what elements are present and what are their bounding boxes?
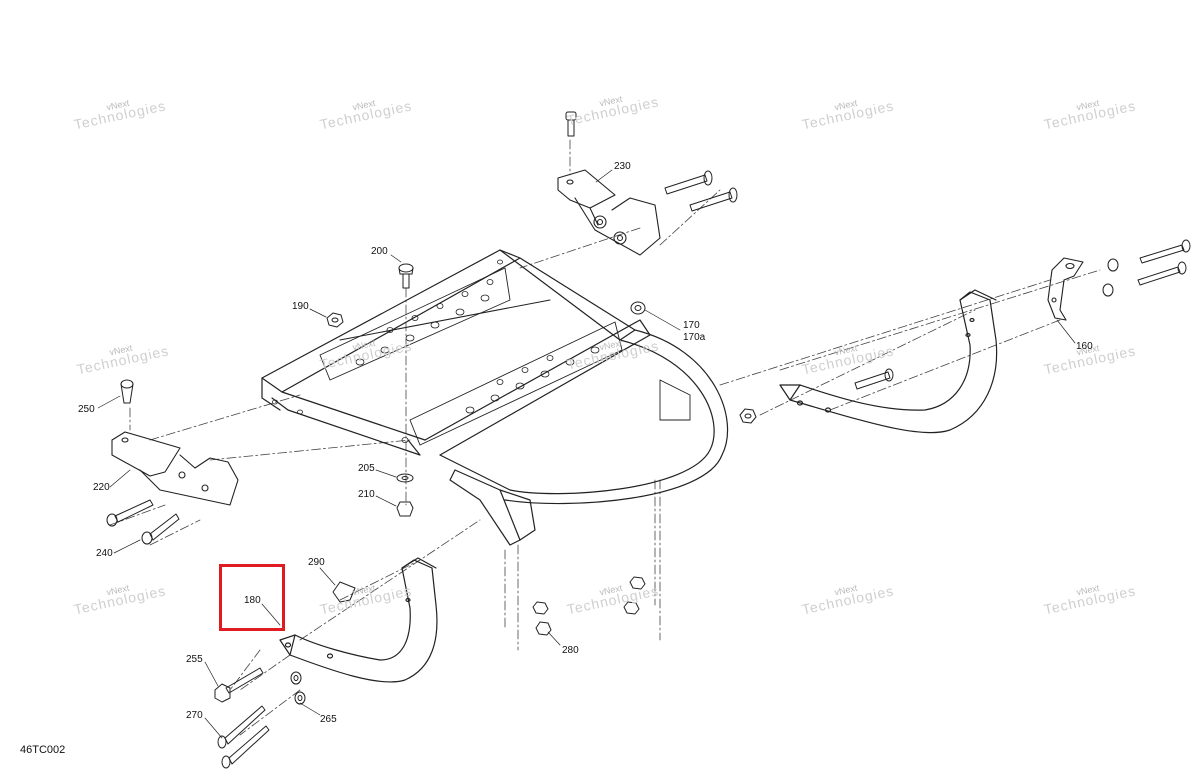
pin-bumper-right [854,368,894,390]
leader-lines [97,169,1076,739]
bolt-255 [214,667,264,703]
bracket-220 [111,431,239,506]
part-label-250[interactable]: 250 [78,404,95,415]
bolts-160 [1102,239,1191,297]
bracket-230 [557,169,661,256]
assembly-lines [109,139,1101,736]
part-label-230[interactable]: 230 [614,161,631,172]
part-label-210[interactable]: 210 [358,489,375,500]
nuts-280 [532,576,646,636]
part-label-240[interactable]: 240 [96,548,113,559]
bolt-250 [120,379,134,404]
bumper-right [779,289,998,434]
highlight-box-part-180 [219,564,285,631]
bolt-200 [398,263,414,289]
nut-bumper-right [739,408,757,424]
washer-205 [396,473,414,483]
nut-190 [326,312,344,328]
part-label-170a[interactable]: 170a [683,332,706,343]
part-label-205[interactable]: 205 [358,463,375,474]
part-label-170[interactable]: 170 [683,320,700,331]
part-label-220[interactable]: 220 [93,482,110,493]
pins-240 [106,499,180,545]
part-label-180[interactable]: 180 [244,595,261,606]
main-frame [261,249,729,546]
nut-210 [396,501,414,517]
part-label-190[interactable]: 190 [292,301,309,312]
washers-265 [290,671,306,705]
part-label-255[interactable]: 255 [186,654,203,665]
part-label-160[interactable]: 160 [1076,341,1093,352]
bracket-160 [1047,257,1084,321]
nut-frame [630,301,646,315]
bolts-270 [217,705,270,769]
bolt-top [565,111,577,137]
clip-290 [332,581,356,603]
part-label-265[interactable]: 265 [320,714,337,725]
part-label-290[interactable]: 290 [308,557,325,568]
drawing-reference: 46TC002 [20,744,66,756]
part-label-280[interactable]: 280 [562,645,579,656]
part-label-200[interactable]: 200 [371,246,388,257]
pins-230 [664,170,738,212]
bumper-left [279,557,438,683]
plate-holes [272,259,600,443]
part-label-270[interactable]: 270 [186,710,203,721]
